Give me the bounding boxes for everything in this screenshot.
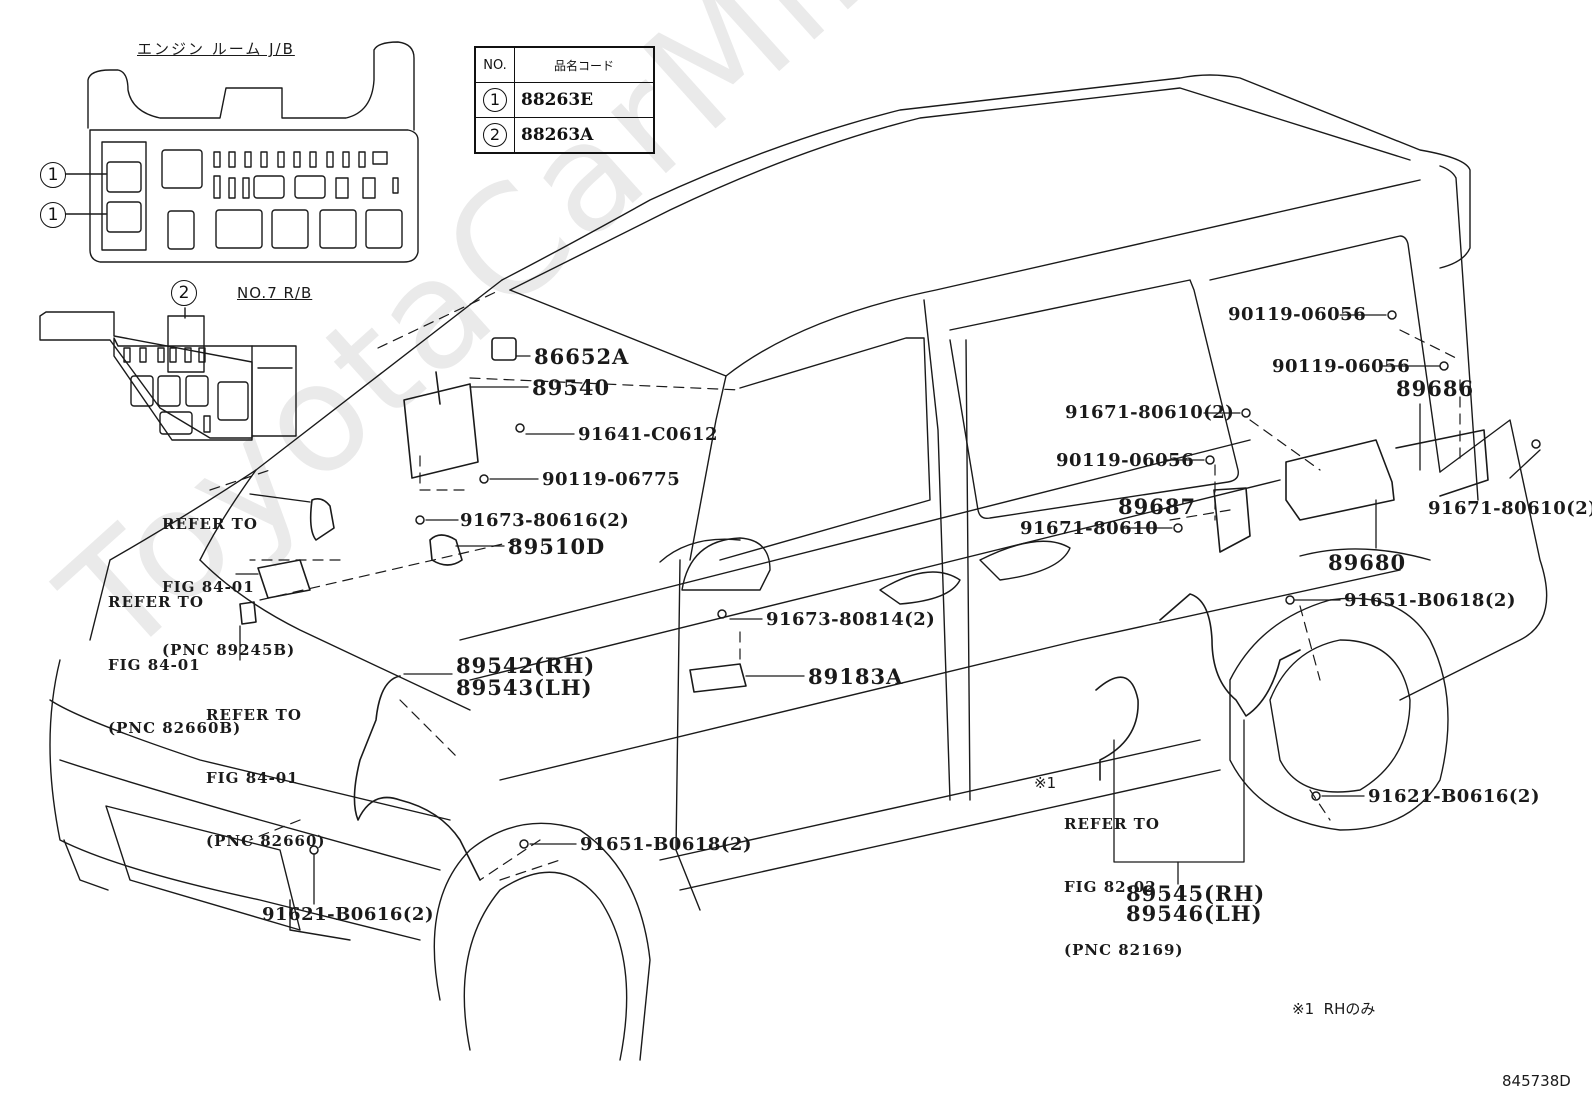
figure-id: 845738D	[1502, 1072, 1571, 1090]
no7-rb-title: NO.7 R/B	[237, 284, 313, 302]
header-no: NO.	[474, 46, 515, 83]
no7-rb-drawing	[39, 307, 297, 441]
part-label-91651-B0618-front[interactable]: 91651-B0618(2)	[580, 834, 752, 855]
part-label-90119-06775[interactable]: 90119-06775	[542, 469, 681, 490]
part-label-91621-B0616-front[interactable]: 91621-B0616(2)	[262, 904, 434, 925]
component-89183A	[689, 663, 747, 693]
callout-1-upper: 1	[40, 162, 66, 188]
component-89686	[1395, 429, 1489, 497]
part-label-89686[interactable]: 89686	[1396, 376, 1475, 401]
row-number: 2	[483, 123, 507, 147]
part-label-91673-80814[interactable]: 91673-80814(2)	[766, 609, 936, 630]
component-89245B	[309, 498, 335, 541]
callout-1-lower: 1	[40, 202, 66, 228]
component-82660B	[257, 559, 311, 599]
part-label-86652A[interactable]: 86652A	[534, 344, 630, 369]
part-label-89540[interactable]: 89540	[532, 375, 611, 400]
vehicle-body	[49, 74, 1548, 1061]
engine-room-jb-drawing	[65, 41, 419, 263]
reference-82169[interactable]: REFER TO FIG 82-02 (PNC 82169)	[1064, 815, 1184, 959]
part-label-89183A[interactable]: 89183A	[808, 664, 904, 689]
reference-82660B[interactable]: REFER TO FIG 84-01 (PNC 82660B)	[108, 593, 242, 737]
part-code: 88263A	[514, 117, 655, 154]
part-label-89510D[interactable]: 89510D	[508, 534, 606, 559]
part-label-91641-C0612[interactable]: 91641-C0612	[578, 424, 719, 445]
part-label-90119-06056-mid[interactable]: 90119-06056	[1272, 356, 1411, 377]
part-label-89546[interactable]: 89546(LH)	[1126, 901, 1263, 926]
fuse-row-top	[213, 151, 388, 168]
part-label-91671-80610-upper[interactable]: 91671-80610(2)	[1065, 402, 1235, 423]
table-row: 2 88263A	[474, 117, 655, 154]
engine-room-jb-title: エンジン ルーム J/B	[137, 40, 295, 58]
component-89540	[403, 383, 479, 479]
dashed-guides	[209, 289, 1461, 881]
harness-82169	[1095, 676, 1139, 781]
part-label-91671-80610-right[interactable]: 91671-80610(2)	[1428, 498, 1592, 519]
bolts	[309, 310, 1541, 855]
part-label-89545[interactable]: 89545(RH)	[1126, 881, 1266, 906]
parts-code-table: NO. 品名コード 1 88263E 2 88263A	[474, 46, 655, 154]
table-header-row: NO. 品名コード	[474, 46, 655, 83]
reference-89245B[interactable]: REFER TO FIG 84-01 (PNC 89245B)	[162, 515, 296, 659]
component-82660	[239, 601, 257, 625]
harness-89545	[1159, 593, 1301, 717]
components	[239, 337, 1489, 881]
note-mark-1: ※1	[1034, 774, 1057, 792]
part-label-89542[interactable]: 89542(RH)	[456, 653, 596, 678]
part-label-90119-06056-left[interactable]: 90119-06056	[1056, 450, 1195, 471]
leader-lines	[235, 314, 1541, 905]
footnote-rh-only: ※1 RHのみ	[1292, 1000, 1376, 1018]
part-label-91621-B0616-rear[interactable]: 91621-B0616(2)	[1368, 786, 1540, 807]
part-label-91651-B0618-rear[interactable]: 91651-B0618(2)	[1344, 590, 1516, 611]
component-89687	[1213, 487, 1251, 553]
part-code: 88263E	[514, 82, 655, 118]
part-label-91673-80616[interactable]: 91673-80616(2)	[460, 510, 630, 531]
reference-82660[interactable]: REFER TO FIG 84-01 (PNC 82660)	[206, 706, 326, 850]
component-89510D	[429, 534, 463, 566]
table-row: 1 88263E	[474, 82, 655, 118]
row-number: 1	[483, 88, 507, 112]
part-label-89543[interactable]: 89543(LH)	[456, 675, 593, 700]
part-label-89687[interactable]: 89687	[1118, 494, 1197, 519]
component-89680	[1285, 439, 1395, 521]
part-label-89680[interactable]: 89680	[1328, 550, 1407, 575]
callout-2: 2	[171, 280, 197, 306]
part-label-90119-06056-top[interactable]: 90119-06056	[1228, 304, 1367, 325]
header-part-code: 品名コード	[514, 46, 655, 83]
harness-89542	[353, 675, 481, 881]
component-86652A	[491, 337, 517, 361]
part-label-91671-80610-mid[interactable]: 91671-80610	[1020, 518, 1159, 539]
